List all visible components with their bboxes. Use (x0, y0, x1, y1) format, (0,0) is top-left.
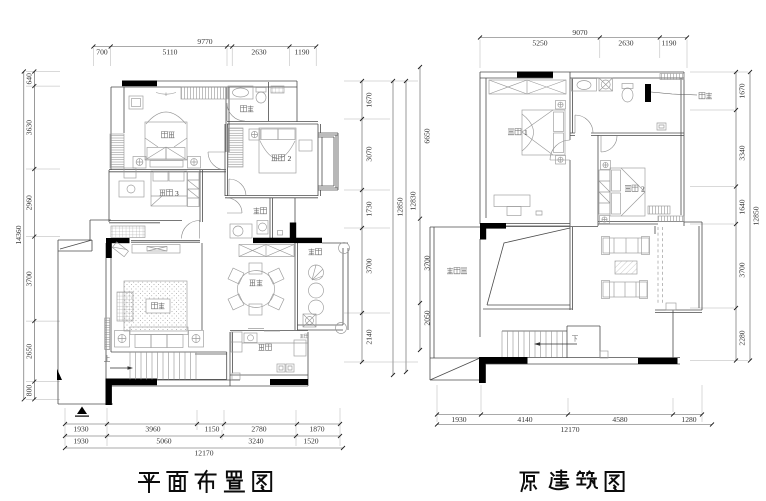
svg-text:3700: 3700 (365, 258, 374, 273)
svg-text:2: 2 (641, 185, 645, 194)
svg-text:2630: 2630 (618, 39, 633, 48)
svg-text:2: 2 (288, 154, 292, 163)
svg-text:2780: 2780 (251, 425, 266, 434)
svg-text:3700: 3700 (24, 271, 33, 286)
svg-text:12850: 12850 (396, 197, 405, 216)
svg-text:3070: 3070 (365, 146, 374, 161)
svg-text:1870: 1870 (309, 425, 324, 434)
svg-text:12830: 12830 (409, 191, 418, 210)
svg-text:1: 1 (524, 128, 528, 137)
svg-text:1730: 1730 (365, 201, 374, 216)
svg-text:2650: 2650 (24, 344, 33, 359)
svg-text:1670: 1670 (738, 83, 747, 98)
svg-text:3: 3 (175, 189, 179, 198)
svg-text:14360: 14360 (14, 225, 23, 244)
svg-text:2140: 2140 (365, 329, 374, 344)
svg-text:1930: 1930 (73, 425, 88, 434)
svg-text:4580: 4580 (612, 415, 627, 424)
svg-text:3700: 3700 (738, 262, 747, 277)
svg-text:4140: 4140 (517, 415, 532, 424)
svg-text:1930: 1930 (73, 437, 88, 446)
svg-text:1190: 1190 (295, 48, 310, 57)
svg-text:2630: 2630 (251, 48, 266, 57)
svg-text:9070: 9070 (572, 28, 587, 37)
svg-text:2050: 2050 (423, 310, 432, 325)
svg-text:9770: 9770 (197, 37, 212, 46)
svg-text:3240: 3240 (248, 437, 263, 446)
svg-text:700: 700 (96, 48, 108, 57)
svg-text:2960: 2960 (24, 195, 33, 210)
svg-text:1640: 1640 (738, 199, 747, 214)
svg-text:640: 640 (24, 73, 33, 85)
svg-text:1190: 1190 (662, 39, 677, 48)
svg-text:5060: 5060 (156, 437, 171, 446)
svg-text:6650: 6650 (423, 128, 432, 143)
svg-text:5250: 5250 (532, 39, 547, 48)
svg-text:1280: 1280 (681, 415, 696, 424)
svg-text:800: 800 (24, 385, 33, 397)
svg-text:12850: 12850 (752, 206, 761, 225)
svg-text:12170: 12170 (195, 449, 214, 458)
svg-text:5110: 5110 (163, 48, 178, 57)
svg-text:1520: 1520 (303, 437, 318, 446)
svg-text:3630: 3630 (24, 120, 33, 135)
svg-text:3700: 3700 (423, 255, 432, 270)
svg-text:1930: 1930 (451, 415, 466, 424)
svg-text:1670: 1670 (365, 92, 374, 107)
svg-text:3960: 3960 (145, 425, 160, 434)
svg-text:2280: 2280 (738, 330, 747, 345)
svg-text:3340: 3340 (738, 145, 747, 160)
svg-text:1150: 1150 (205, 425, 220, 434)
svg-text:12170: 12170 (561, 425, 580, 434)
